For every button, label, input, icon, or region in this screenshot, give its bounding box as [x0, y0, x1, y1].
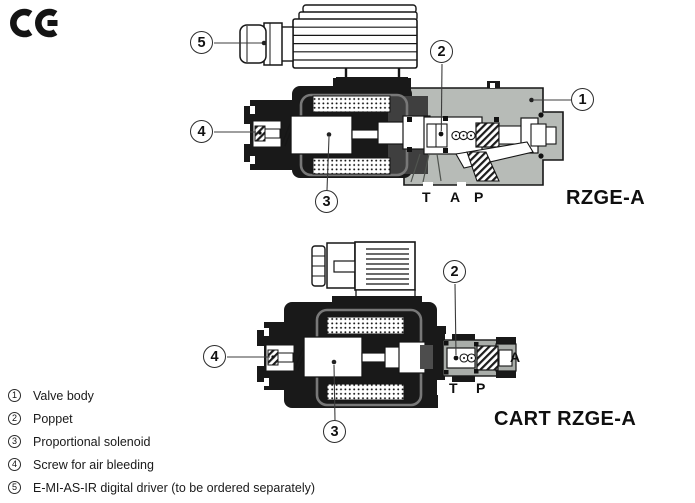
port-label-a-cart: A — [510, 349, 521, 365]
legend-item-proportional-solenoid: 3 Proportional solenoid — [8, 430, 315, 453]
solenoid-bottom-drawing — [257, 296, 438, 408]
callout-5-driver: 5 — [190, 31, 213, 54]
legend-num-2: 2 — [8, 412, 21, 425]
callout-3-solenoid-top: 3 — [315, 190, 338, 213]
legend-num-5: 5 — [8, 481, 21, 494]
diagram-rzge-a-drawing — [214, 4, 571, 191]
legend-item-valve-body: 1 Valve body — [8, 384, 315, 407]
legend-label-2: Poppet — [33, 411, 73, 426]
legend-item-digital-driver: 5 E-MI-AS-IR digital driver (to be order… — [8, 476, 315, 499]
port-label-p-cart: P — [476, 380, 486, 396]
legend-label-1: Valve body — [33, 388, 94, 403]
ce-mark-icon — [10, 8, 58, 38]
callout-1-valve-body: 1 — [571, 88, 594, 111]
legend-label-4: Screw for air bleeding — [33, 457, 154, 472]
electrical-connector-drawing — [311, 241, 416, 299]
diagram-title-rzge-a: RZGE-A — [566, 187, 646, 209]
callout-leaders-top — [214, 40, 571, 191]
callout-leaders-bottom — [227, 283, 457, 421]
legend-num-1: 1 — [8, 389, 21, 402]
legend-label-3: Proportional solenoid — [33, 434, 151, 449]
port-label-t-top: T — [422, 189, 431, 205]
legend-item-air-bleed-screw: 4 Screw for air bleeding — [8, 453, 315, 476]
poppet-assembly-top-drawing — [407, 112, 557, 186]
callout-4-screw-cart: 4 — [203, 345, 226, 368]
diagram-cart-rzge-a-drawing — [227, 241, 517, 421]
legend-num-4: 4 — [8, 458, 21, 471]
legend-num-3: 3 — [8, 435, 21, 448]
legend-label-5: E-MI-AS-IR digital driver (to be ordered… — [33, 480, 316, 495]
legend-item-poppet: 2 Poppet — [8, 407, 315, 430]
callout-4-screw-top: 4 — [190, 120, 213, 143]
diagram-title-cart-rzge-a: CART RZGE-A — [494, 408, 637, 430]
port-label-a-top: A — [450, 189, 461, 205]
callout-2-poppet-cart: 2 — [443, 260, 466, 283]
port-label-t-cart: T — [449, 380, 458, 396]
solenoid-top-drawing — [244, 78, 431, 178]
parts-legend: 1 Valve body 2 Poppet 3 Proportional sol… — [8, 384, 315, 499]
callout-3-solenoid-cart: 3 — [323, 420, 346, 443]
cartridge-drawing — [420, 326, 517, 382]
port-label-p-top: P — [474, 189, 484, 205]
callout-2-poppet-top: 2 — [430, 40, 453, 63]
